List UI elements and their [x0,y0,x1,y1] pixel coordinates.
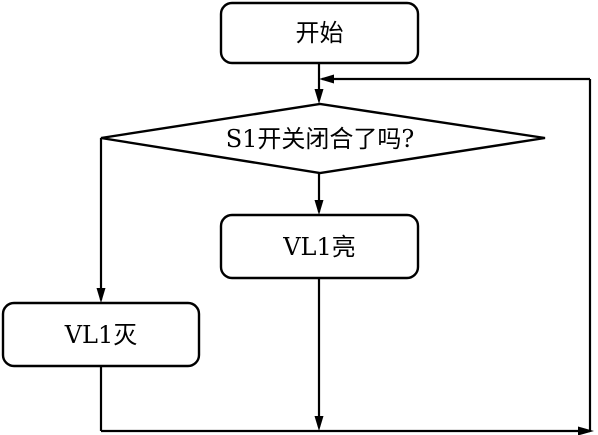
arrow-head-no [96,288,106,303]
decision-node-label: S1开关闭合了吗? [226,125,415,153]
arrow-head-bottom [578,426,594,435]
vl1-off-label: VL1灭 [64,321,138,349]
start-node-label: 开始 [296,19,344,47]
arrow-head-yes [314,200,324,215]
arrow-head-return [319,74,334,84]
arrow-head-start [314,89,324,104]
decision-node [100,102,546,175]
arrow-head-on-down [314,416,324,431]
vl1-on-label: VL1亮 [282,233,356,261]
